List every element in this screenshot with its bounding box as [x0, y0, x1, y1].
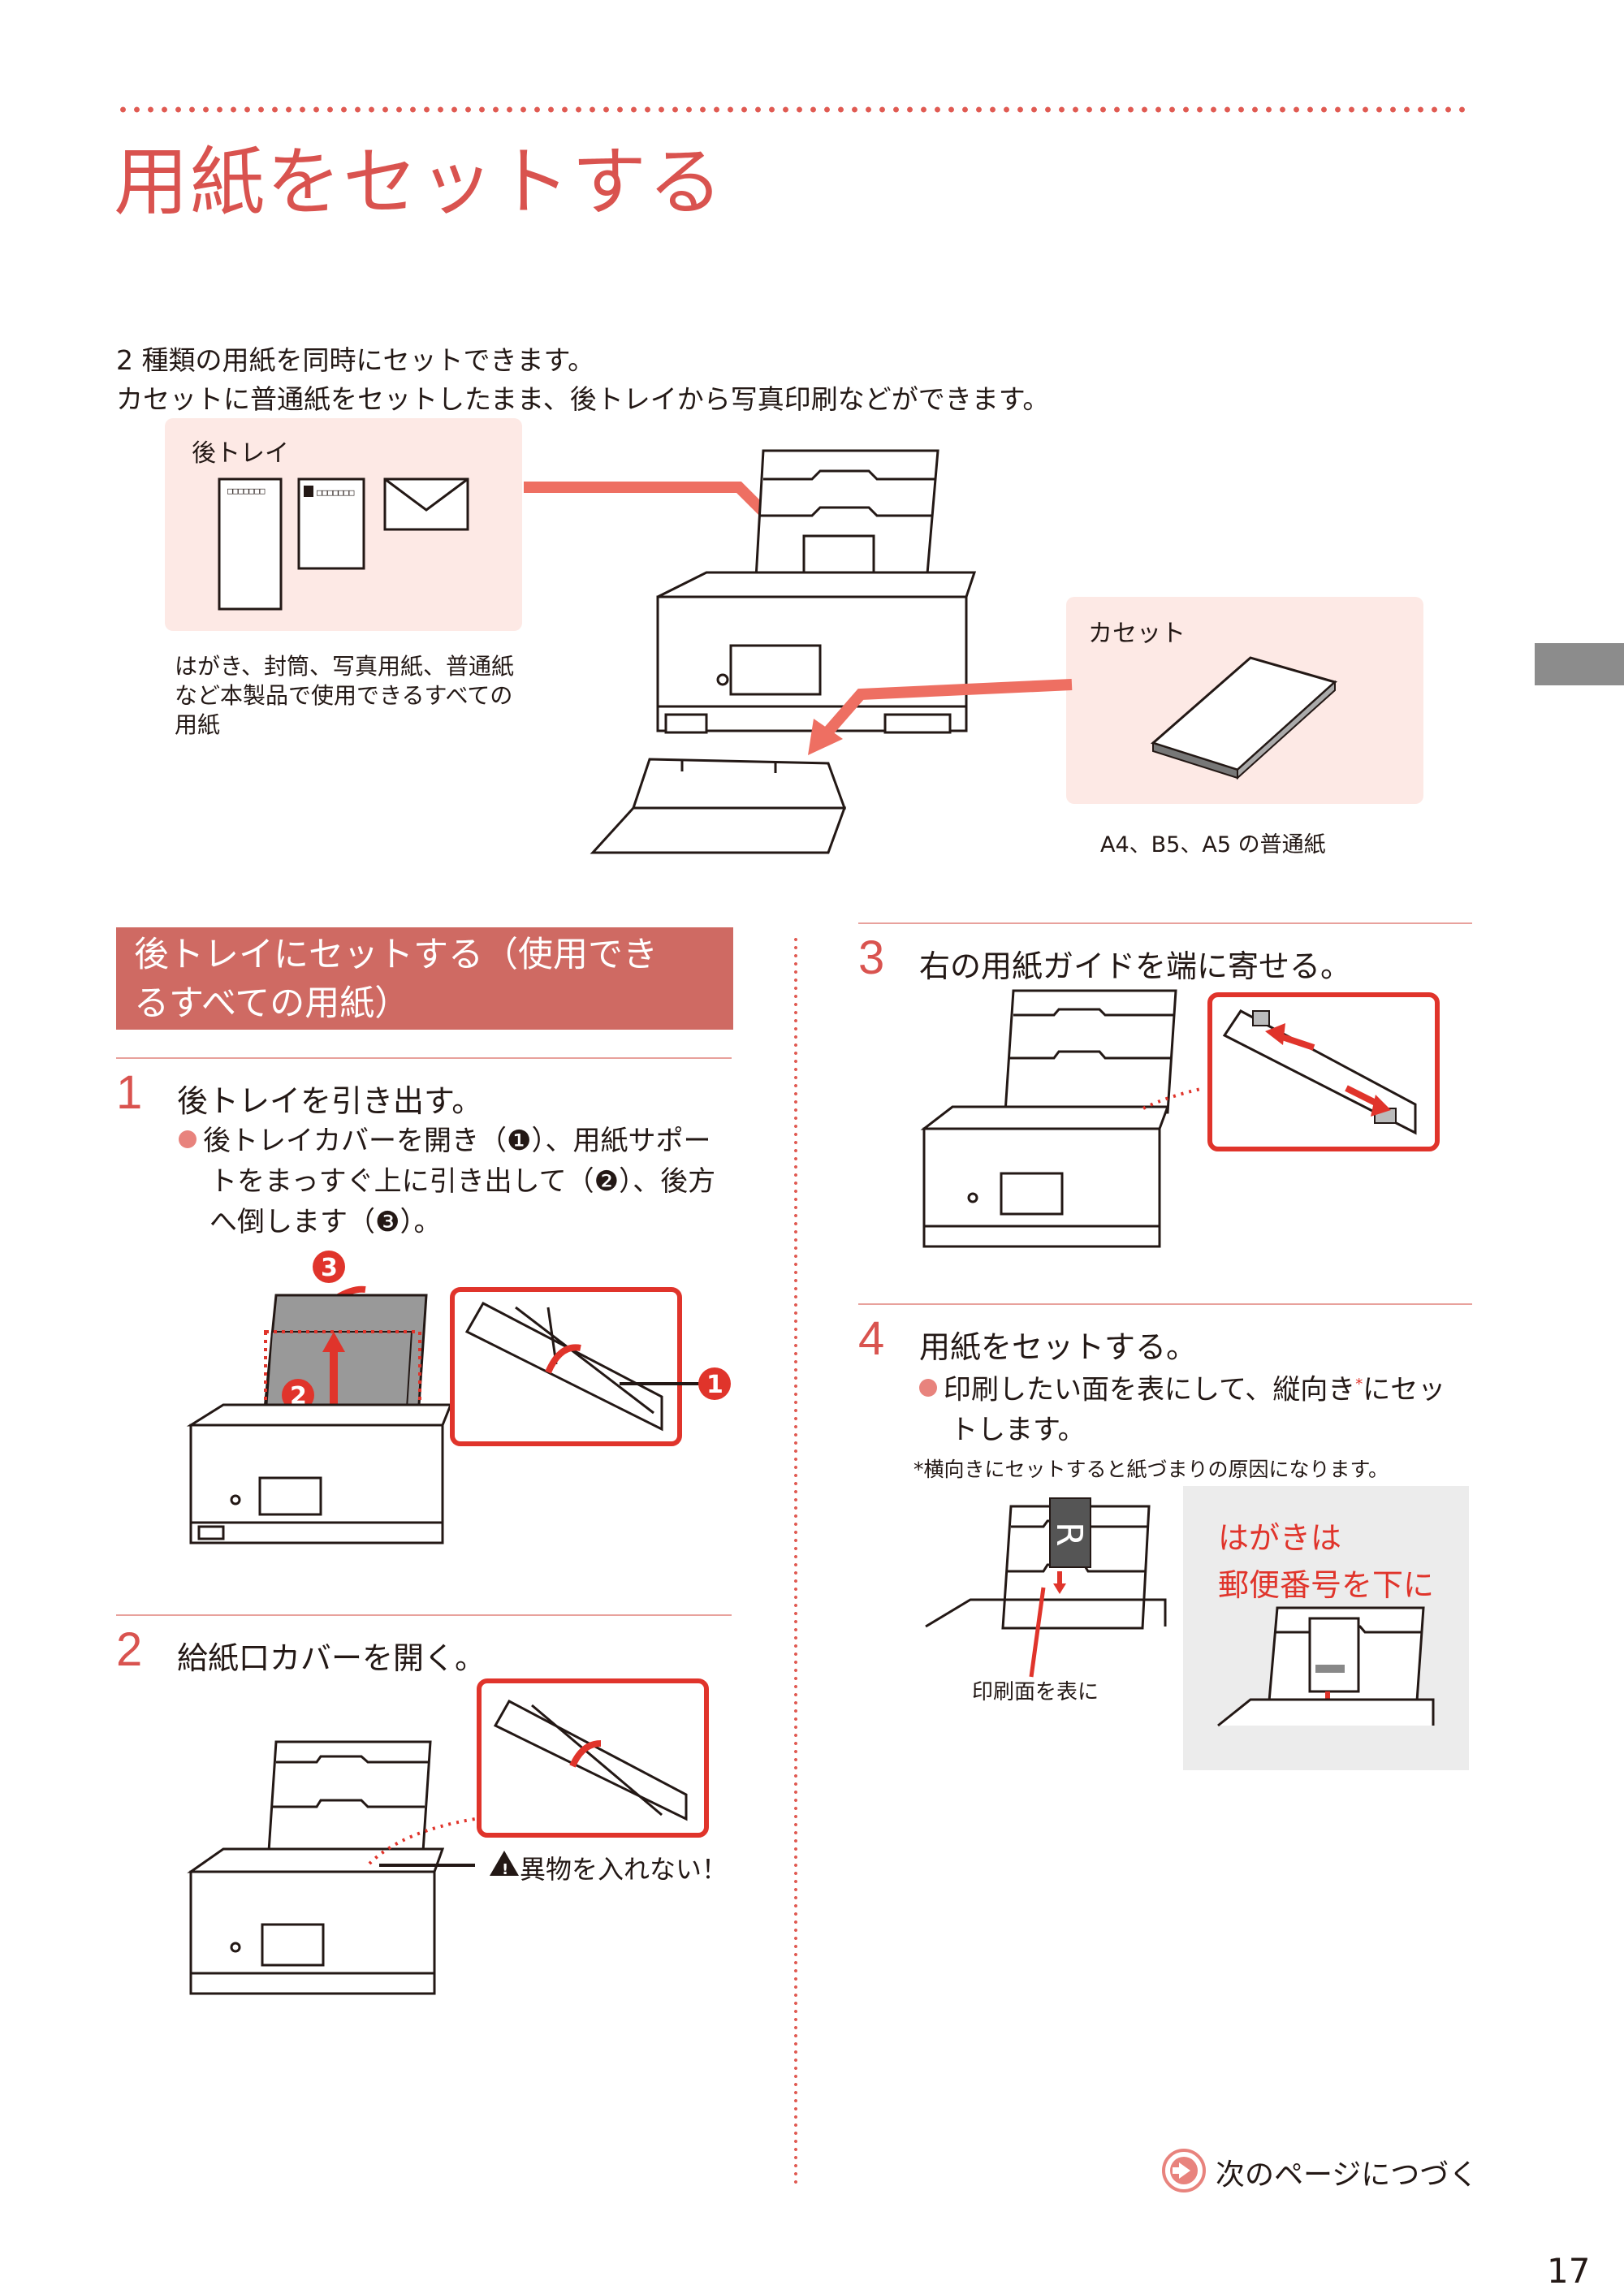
warning-icon	[490, 1851, 519, 1876]
step-2-number: 2	[116, 1623, 143, 1676]
callout-1-number: 1	[706, 1371, 723, 1399]
step-3-illustration	[920, 989, 1440, 1248]
postcard-code-text: □□□□□□□	[317, 487, 355, 498]
foreign-object-warning: 異物を入れない！	[520, 1854, 728, 1885]
next-arrow-icon[interactable]	[1161, 2148, 1207, 2193]
title-dotted-rule	[116, 105, 1472, 114]
rear-tray-description: はがき、封筒、写真用紙、普通紙 など本製品で使用できるすべての 用紙	[175, 653, 515, 738]
chapter-tab	[1535, 643, 1624, 685]
step-4-footnote: *横向きにセットすると紙づまりの原因になります。	[914, 1458, 1389, 1481]
page-number: 17	[1547, 2251, 1591, 2291]
page-title: 用紙をセットする	[114, 139, 725, 226]
step-3-number: 3	[858, 931, 885, 984]
paper-types-illustration: □□□□□□□ □□□□□□□	[218, 477, 469, 611]
step-3-title: 右の用紙ガイドを端に寄せる。	[919, 948, 1352, 984]
intro-line-2: カセットに普通紙をセットしたまま、後トレイから写真印刷などができます。	[116, 383, 1050, 415]
step-1-rule	[116, 1057, 732, 1059]
plain-paper-stack-icon	[1151, 656, 1338, 780]
step-2-rule	[116, 1614, 732, 1616]
step-1-illustration: 3 2 1	[186, 1251, 731, 1544]
envelope-code-text: □□□□□□□	[227, 486, 266, 496]
step-1-title: 後トレイを引き出す。	[177, 1083, 483, 1119]
step-1-body: 後トレイカバーを開き（❶）、用紙サポー トをまっすぐ上に引き出して（❷）、後方 …	[179, 1121, 715, 1242]
step-4-number: 4	[858, 1312, 885, 1365]
postcard-note: はがきは 郵便番号を下に	[1218, 1520, 1435, 1603]
step-4-rule	[858, 1303, 1472, 1305]
svg-text:!: !	[502, 1861, 508, 1878]
step-4-title: 用紙をセットする。	[919, 1329, 1198, 1365]
column-divider	[793, 935, 798, 2186]
callout-3-number: 3	[321, 1254, 338, 1282]
section-heading: 後トレイにセットする（使用でき るすべての用紙）	[116, 927, 733, 1030]
continue-next-page-link[interactable]: 次のページにつづく	[1216, 2158, 1479, 2192]
printer-overview-illustration	[524, 449, 1073, 854]
step-2-illustration: !	[187, 1678, 709, 1995]
step-4-illustration: R	[925, 1497, 1167, 1678]
rear-tray-label: 後トレイ	[192, 439, 289, 468]
step-2-title: 給紙口カバーを開く。	[177, 1640, 486, 1676]
step-1-number: 1	[116, 1066, 143, 1119]
postcard-illustration	[1217, 1606, 1435, 1727]
bullet-icon	[919, 1379, 937, 1398]
cassette-label: カセット	[1088, 620, 1186, 648]
cassette-description: A4、B5、A5 の普通紙	[1100, 832, 1326, 858]
step-4-body: 印刷したい面を表にして、縦向き*にセッ トします。	[919, 1364, 1445, 1450]
step-3-rule	[858, 922, 1472, 924]
callout-2-number: 2	[290, 1382, 307, 1411]
bullet-icon	[179, 1130, 197, 1148]
intro-line-1: 2 種類の用紙を同時にセットできます。	[116, 344, 595, 376]
paper-letter-r: R	[1048, 1522, 1090, 1547]
print-side-label: 印刷面を表に	[972, 1680, 1099, 1704]
